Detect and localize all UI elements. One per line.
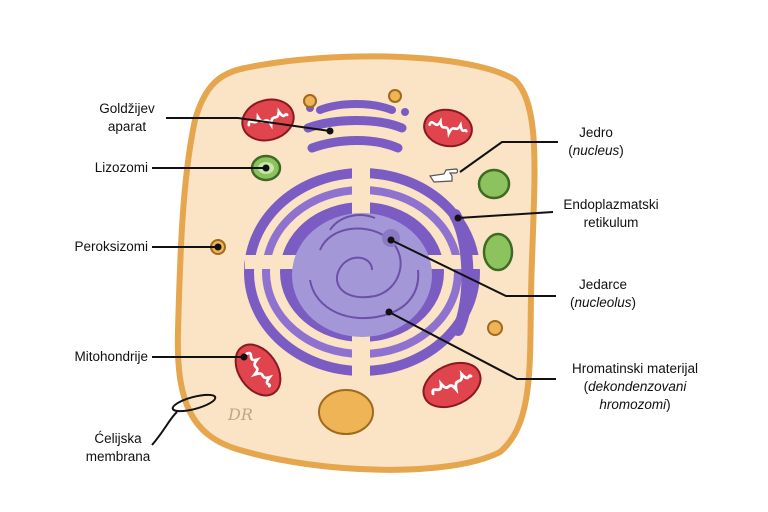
label-chromatin-line3: hromozomi) <box>599 397 671 412</box>
leader-lines <box>151 117 558 446</box>
pointing-hand-icon <box>428 168 459 183</box>
label-chromatin-line1: Hromatinski materijal <box>571 361 699 376</box>
mitochondrion <box>422 361 482 409</box>
mitochondrion <box>423 108 473 148</box>
label-chromatin-line2: (dekondenzovani <box>583 379 687 394</box>
label-er-line1: Endoplazmatski <box>563 197 659 212</box>
label-golgi-apparatus: Goldžijev aparat <box>90 100 164 136</box>
peroxisome <box>210 89 503 336</box>
label-peroxisomes: Peroksizomi <box>74 239 148 254</box>
golgi-apparatus <box>303 100 409 153</box>
label-golgi-line2: aparat <box>107 119 147 134</box>
signature: DR <box>227 405 253 424</box>
mitochondrion <box>241 98 295 142</box>
label-membrane-line2: membrana <box>85 449 151 464</box>
label-chromatin: Hromatinski materijal (dekondenzovani hr… <box>556 360 714 414</box>
vesicle-green <box>477 168 511 200</box>
label-lysosomes: Lizozomi <box>94 160 148 175</box>
label-nucleus: Jedro (nucleus) <box>556 124 636 160</box>
label-nucleolus-line2: (nucleolus) <box>569 295 637 310</box>
label-nucleolus: Jedarce (nucleolus) <box>558 276 648 312</box>
label-nucleus-line2: (nucleus) <box>568 143 624 158</box>
leader-dots <box>214 127 462 361</box>
label-mitochondria: Mitohondrije <box>74 349 148 364</box>
label-membrane-line1: Ćelijska <box>94 431 142 446</box>
vesicle-green <box>482 232 514 272</box>
label-golgi-line1: Goldžijev <box>99 101 155 116</box>
vacuole <box>318 389 374 435</box>
label-nucleolus-line1: Jedarce <box>578 277 628 292</box>
label-cell-membrane: Ćelijska membrana <box>76 430 160 466</box>
label-endoplasmic-reticulum: Endoplazmatski retikulum <box>554 196 668 232</box>
chromatin <box>309 214 420 320</box>
label-er-line2: retikulum <box>583 215 639 230</box>
label-nucleus-line1: Jedro <box>579 125 613 140</box>
